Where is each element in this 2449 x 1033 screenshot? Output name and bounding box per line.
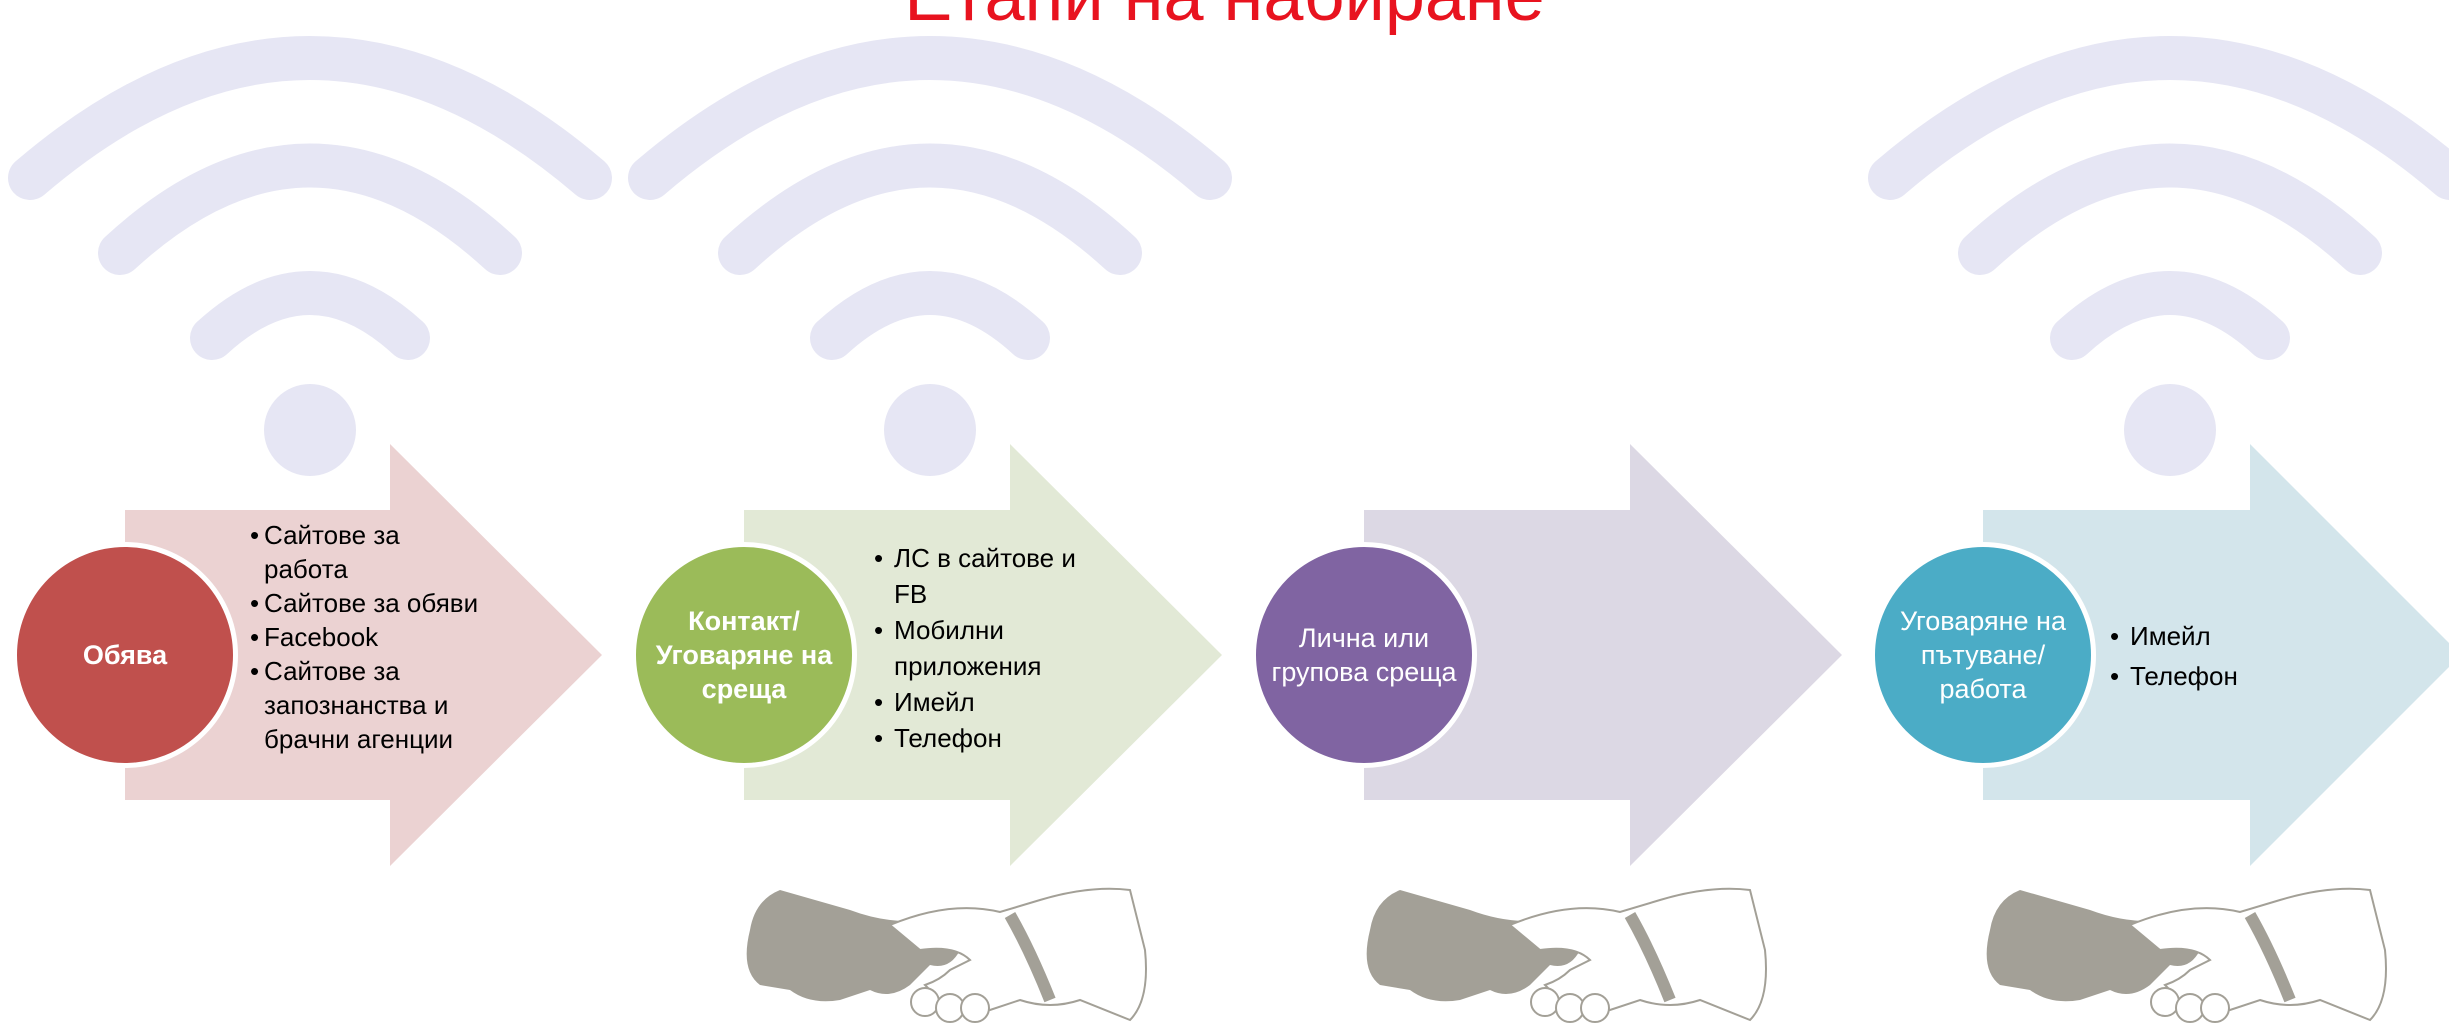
stage-4-circle: Уговаряне на пътуване/ работа	[1870, 542, 2096, 768]
wifi-icon	[30, 58, 590, 476]
stage-4-label: Уговаряне на пътуване/ работа	[1900, 606, 2066, 704]
handshake-icon	[747, 889, 1146, 1022]
stage-2-label: Контакт/ Уговаряне на среща	[655, 606, 833, 704]
handshake-icon	[1367, 889, 1766, 1022]
stage-3-label: Лична или групова среща	[1271, 623, 1457, 687]
list-item: Имейл	[2108, 616, 2308, 656]
list-item: Имейл	[872, 684, 1092, 720]
stage-2-circle: Контакт/ Уговаряне на среща	[631, 542, 857, 768]
list-item: Facebook	[248, 620, 488, 654]
list-item: Телефон	[2108, 656, 2308, 696]
list-item: Телефон	[872, 720, 1092, 756]
list-item: Мобилни приложения	[872, 612, 1092, 684]
arrow-shape-3	[1364, 444, 1842, 866]
wifi-icon	[650, 58, 1210, 476]
list-item: Сайтове за запознанства и брачни агенции	[248, 654, 488, 756]
list-item: Сайтове за обяви	[248, 586, 488, 620]
page-title: Етапи на набиране	[0, 0, 2449, 36]
list-item: ЛС в сайтове и FB	[872, 540, 1092, 612]
list-item: Сайтове за работа	[248, 518, 488, 586]
stage-4-list: Имейл Телефон	[2108, 616, 2308, 696]
stage-1-list: Сайтове за работа Сайтове за обяви Faceb…	[248, 518, 488, 756]
stage-3-circle: Лична или групова среща	[1251, 542, 1477, 768]
stage-2-list: ЛС в сайтове и FB Мобилни приложения Име…	[872, 540, 1092, 756]
stage-1-circle: Обява	[12, 542, 238, 768]
stage-1-label: Обява	[82, 640, 168, 670]
handshake-icon	[1987, 889, 2386, 1022]
wifi-icon	[1890, 58, 2449, 476]
